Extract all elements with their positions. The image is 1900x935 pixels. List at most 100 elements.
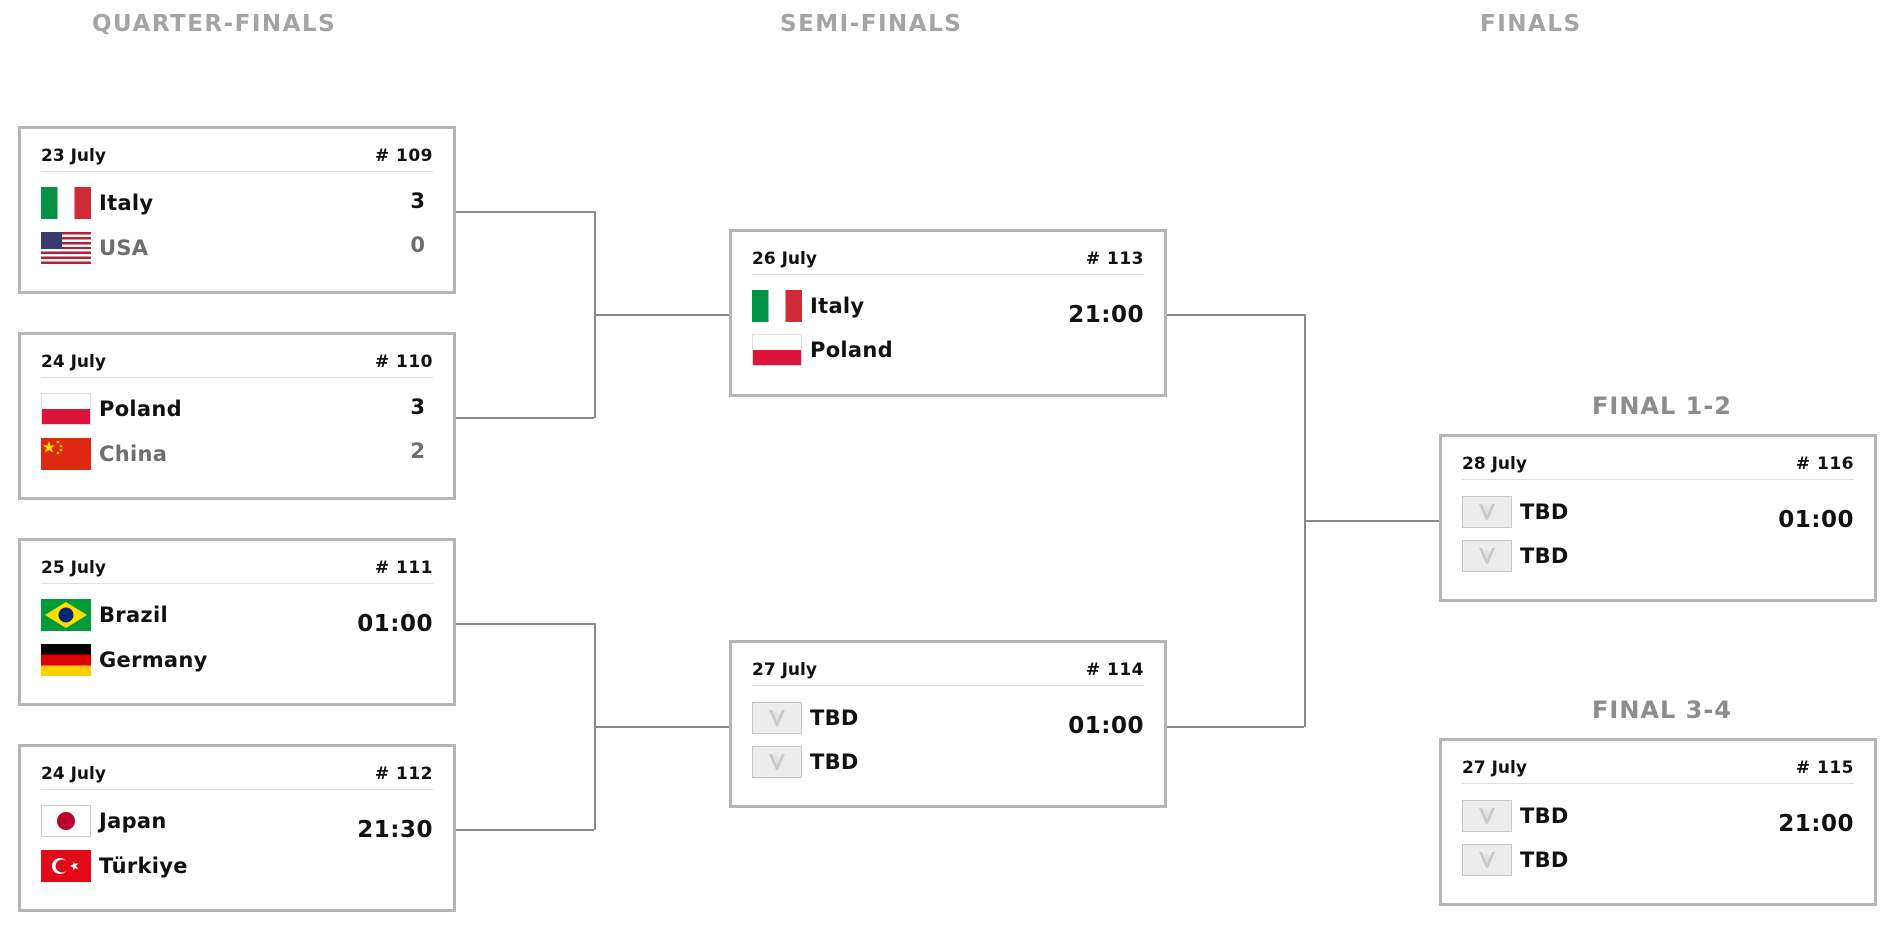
bracket-connector [456, 829, 594, 831]
match-header: 25 July # 111 [41, 553, 433, 584]
team-row[interactable]: TBD [752, 701, 859, 735]
team-row[interactable]: TBD [1462, 843, 1569, 877]
turkey-flag-icon [41, 850, 91, 882]
match-time: 01:00 [357, 611, 433, 637]
match-time: 01:00 [1778, 507, 1854, 533]
bracket-connector [594, 314, 729, 316]
match-date: 28 July [1462, 454, 1527, 474]
team-row[interactable]: Türkiye [41, 849, 188, 883]
match-number: # 111 [374, 558, 433, 578]
team-name: Italy [99, 191, 154, 215]
team-row[interactable]: China [41, 437, 167, 471]
japan-flag-icon [41, 805, 91, 837]
team-name: Poland [810, 338, 893, 362]
match-header: 23 July # 109 [41, 141, 433, 172]
team-row[interactable]: Poland [752, 333, 893, 367]
team-name: TBD [810, 750, 859, 774]
match-card-115[interactable]: 27 July # 115 TBD TBD 21:00 [1439, 738, 1877, 906]
team-row[interactable]: Poland [41, 392, 182, 426]
match-card-112[interactable]: 24 July # 112 Japan Türkiye 21:30 [18, 744, 456, 912]
final-1-2-label: FINAL 1-2 [1592, 392, 1732, 420]
match-date: 23 July [41, 146, 106, 166]
volleyball-logo-placeholder-icon [1462, 800, 1512, 832]
match-header: 28 July # 116 [1462, 449, 1854, 480]
match-card-109[interactable]: 23 July # 109 Italy 3 USA 0 [18, 126, 456, 294]
team-score: 3 [410, 395, 425, 419]
bracket-connector [1167, 314, 1304, 316]
team-score: 0 [410, 233, 425, 257]
team-row[interactable]: Italy [41, 186, 153, 220]
team-row[interactable]: TBD [1462, 539, 1569, 573]
germany-flag-icon [41, 644, 91, 676]
round-title-finals: FINALS [1480, 11, 1582, 37]
match-card-110[interactable]: 24 July # 110 Poland 3 China 2 [18, 332, 456, 500]
match-card-111[interactable]: 25 July # 111 Brazil Germany 01:00 [18, 538, 456, 706]
match-time: 21:30 [357, 817, 433, 843]
usa-flag-icon [41, 232, 91, 264]
match-date: 26 July [752, 249, 817, 269]
match-date: 25 July [41, 558, 106, 578]
final-3-4-label: FINAL 3-4 [1592, 696, 1732, 724]
volleyball-logo-placeholder-icon [1462, 540, 1512, 572]
volleyball-logo-placeholder-icon [752, 746, 802, 778]
match-header: 26 July # 113 [752, 244, 1144, 275]
match-time: 21:00 [1068, 302, 1144, 328]
bracket-connector [456, 623, 594, 625]
team-name: TBD [1520, 544, 1569, 568]
team-name: Italy [810, 294, 865, 318]
bracket-connector [594, 726, 729, 728]
team-name: China [99, 442, 168, 466]
poland-flag-icon [41, 393, 91, 425]
italy-flag-icon [41, 187, 91, 219]
team-row[interactable]: Italy [752, 289, 864, 323]
team-score: 2 [410, 439, 425, 463]
team-name: TBD [1520, 804, 1569, 828]
match-header: 27 July # 115 [1462, 753, 1854, 784]
bracket-connector [456, 211, 594, 213]
bracket-connector [456, 417, 594, 419]
match-card-116[interactable]: 28 July # 116 TBD TBD 01:00 [1439, 434, 1877, 602]
volleyball-logo-placeholder-icon [1462, 496, 1512, 528]
match-number: # 114 [1085, 660, 1144, 680]
match-date: 27 July [752, 660, 817, 680]
round-title-quarter-finals: QUARTER-FINALS [92, 11, 337, 37]
team-name: Japan [99, 809, 167, 833]
poland-flag-icon [752, 334, 802, 366]
team-row[interactable]: Germany [41, 643, 208, 677]
volleyball-logo-placeholder-icon [1462, 844, 1512, 876]
team-score: 3 [410, 189, 425, 213]
china-flag-icon [41, 438, 91, 470]
match-date: 27 July [1462, 758, 1527, 778]
team-row[interactable]: Japan [41, 804, 167, 838]
bracket-connector [1304, 520, 1439, 522]
team-name: TBD [1520, 500, 1569, 524]
match-number: # 109 [374, 146, 433, 166]
team-row[interactable]: TBD [752, 745, 859, 779]
team-name: Türkiye [99, 854, 188, 878]
match-header: 24 July # 112 [41, 759, 433, 790]
brazil-flag-icon [41, 599, 91, 631]
match-card-114[interactable]: 27 July # 114 TBD TBD 01:00 [729, 640, 1167, 808]
match-number: # 112 [374, 764, 433, 784]
match-number: # 113 [1085, 249, 1144, 269]
match-card-113[interactable]: 26 July # 113 Italy Poland 21:00 [729, 229, 1167, 397]
bracket-connector [1167, 726, 1304, 728]
team-name: TBD [1520, 848, 1569, 872]
match-number: # 115 [1795, 758, 1854, 778]
team-row[interactable]: Brazil [41, 598, 168, 632]
volleyball-logo-placeholder-icon [752, 702, 802, 734]
match-time: 21:00 [1778, 811, 1854, 837]
team-name: Poland [99, 397, 182, 421]
match-number: # 116 [1795, 454, 1854, 474]
match-date: 24 July [41, 764, 106, 784]
team-row[interactable]: USA [41, 231, 148, 265]
round-title-semi-finals: SEMI-FINALS [780, 11, 963, 37]
team-name: Germany [99, 648, 208, 672]
match-header: 27 July # 114 [752, 655, 1144, 686]
team-row[interactable]: TBD [1462, 495, 1569, 529]
italy-flag-icon [752, 290, 802, 322]
team-name: TBD [810, 706, 859, 730]
team-name: Brazil [99, 603, 168, 627]
team-row[interactable]: TBD [1462, 799, 1569, 833]
match-date: 24 July [41, 352, 106, 372]
